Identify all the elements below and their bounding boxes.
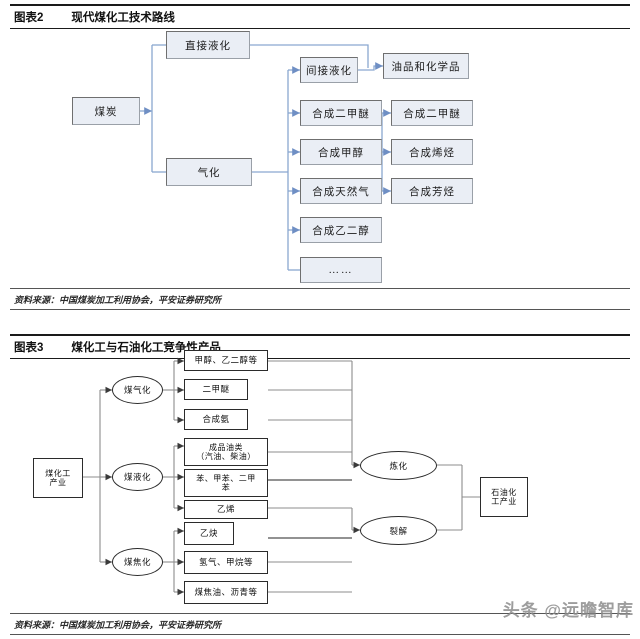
node-synthetic-methanol: 合成甲醇 xyxy=(300,139,382,165)
node-indirect-liquefaction: 间接液化 xyxy=(300,57,358,83)
figure-3-header: 图表3 煤化工与石油化工竞争性产品 xyxy=(10,334,630,359)
node-direct-liquefaction: 直接液化 xyxy=(166,31,250,59)
node-coal-chemical-industry: 煤化工 产业 xyxy=(33,458,83,498)
node-synthetic-natural-gas: 合成天然气 xyxy=(300,178,382,204)
node-ethylene: 乙烯 xyxy=(184,500,268,519)
node-ammonia: 合成氨 xyxy=(184,409,248,430)
figure-2-diagram: 煤炭 直接液化 气化 间接液化 合成二甲醚 合成甲醇 合成天然气 合成乙二醇 …… xyxy=(0,0,640,312)
figure-2-header: 图表2 现代煤化工技术路线 xyxy=(10,4,630,29)
figure-3-number: 图表3 xyxy=(14,342,44,354)
node-coal-gasification: 煤气化 xyxy=(112,376,163,404)
figure-3-panel: 图表3 煤化工与石油化工竞争性产品 xyxy=(0,330,640,639)
node-btx: 苯、甲苯、二甲 苯 xyxy=(184,469,268,497)
figure-2-title: 现代煤化工技术路线 xyxy=(71,12,175,24)
node-acetylene: 乙炔 xyxy=(184,522,234,545)
figure-2-connectors xyxy=(140,44,391,271)
node-methanol-glycol: 甲醇、乙二醇等 xyxy=(184,350,268,371)
figure-2-source: 资料来源：中国煤炭加工利用协会，平安证券研究所 xyxy=(14,294,222,305)
node-hydrogen-methane: 氢气、甲烷等 xyxy=(184,551,268,574)
watermark: 头条 @远瞻智库 xyxy=(502,601,634,620)
figure-3-source: 资料来源：中国煤炭加工利用协会，平安证券研究所 xyxy=(14,619,222,630)
node-synthetic-aromatics: 合成芳烃 xyxy=(391,178,473,204)
node-etc: …… xyxy=(300,257,382,283)
figure-2-number: 图表2 xyxy=(14,12,44,24)
figure-3-diagram: 煤化工 产业 煤气化 煤液化 煤焦化 甲醇、乙二醇等 二甲醚 合成氨 成品油类 … xyxy=(0,330,640,639)
node-refining: 炼化 xyxy=(360,451,437,480)
node-synthetic-dme: 合成二甲醚 xyxy=(300,100,382,126)
node-refined-oils: 成品油类 （汽油、柴油） xyxy=(184,438,268,466)
node-coal-liquefaction: 煤液化 xyxy=(112,463,163,491)
node-coal-tar-pitch: 煤焦油、沥青等 xyxy=(184,581,268,604)
node-gasification: 气化 xyxy=(166,158,252,186)
figure-3-title: 煤化工与石油化工竞争性产品 xyxy=(71,342,221,354)
node-cracking: 裂解 xyxy=(360,516,437,545)
node-dme: 二甲醚 xyxy=(184,379,248,400)
figure-2-source-row: 资料来源：中国煤炭加工利用协会，平安证券研究所 xyxy=(10,288,630,310)
node-coal-coking: 煤焦化 xyxy=(112,548,163,576)
figure-3-connectors xyxy=(83,357,480,596)
node-oil-and-chemicals: 油品和化学品 xyxy=(383,53,469,79)
node-synthetic-olefins: 合成烯烃 xyxy=(391,139,473,165)
figure-3-source-row: 资料来源：中国煤炭加工利用协会，平安证券研究所 xyxy=(10,613,630,635)
node-coal: 煤炭 xyxy=(72,97,140,125)
node-petrochemical-industry: 石油化 工产业 xyxy=(480,477,528,517)
figure-2-panel: 图表2 现代煤化工技术路线 xyxy=(0,0,640,312)
node-synthetic-ethylene-glycol: 合成乙二醇 xyxy=(300,217,382,243)
node-synthetic-dme-2: 合成二甲醚 xyxy=(391,100,473,126)
